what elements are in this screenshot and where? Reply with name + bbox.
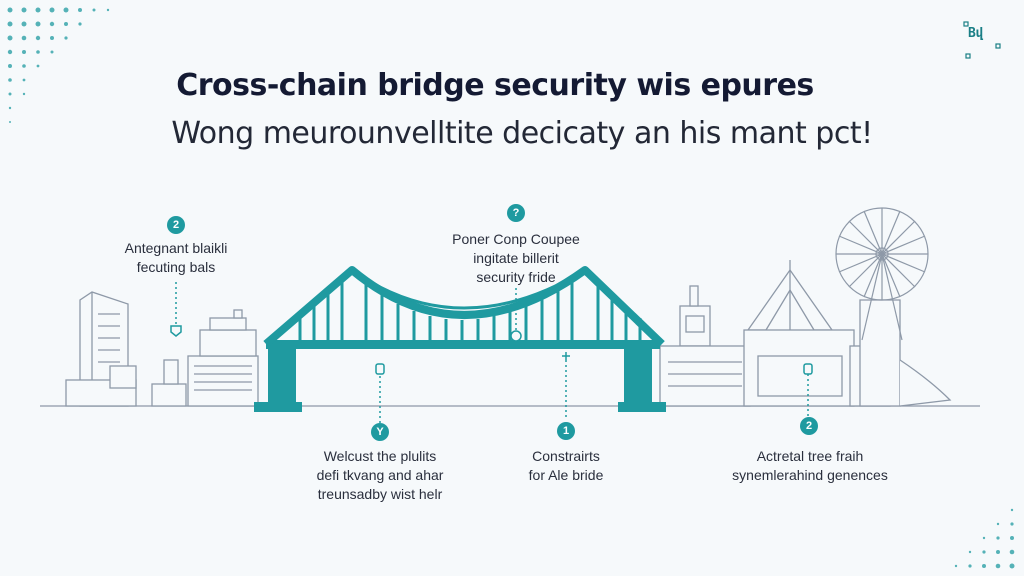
right-buildings bbox=[659, 260, 952, 407]
callout-badge-bottom-right: 2 bbox=[800, 417, 818, 435]
callout-bottom-center: Constrairts for Ale bride bbox=[496, 447, 636, 485]
page-title: Cross-chain bridge security wis epures bbox=[176, 68, 814, 103]
bridge-tower-left bbox=[268, 348, 296, 404]
callout-line: Antegnant blaikli bbox=[124, 240, 228, 256]
callout-line: defi tkvang and ahar bbox=[316, 467, 444, 483]
network-icon bbox=[963, 21, 1001, 59]
connector-markers bbox=[170, 325, 813, 375]
ferris-wheel bbox=[835, 207, 929, 341]
connector-lines bbox=[175, 282, 809, 424]
callout-badge-top-left: 2 bbox=[167, 216, 185, 234]
callout-line: fecuting bals bbox=[136, 259, 216, 275]
callout-line: Constrairts bbox=[532, 448, 600, 464]
callout-bottom-right: Actretal tree fraih synemlerahind genenc… bbox=[712, 447, 908, 485]
callout-badge-bottom-left: Y bbox=[371, 423, 389, 441]
callout-line: synemlerahind genences bbox=[732, 467, 888, 483]
callout-badge-top-center: ? bbox=[507, 204, 525, 222]
callout-line: for Ale bride bbox=[528, 467, 604, 483]
bridge-tower-right bbox=[624, 348, 652, 404]
callout-top-left: Antegnant blaikli fecuting bals bbox=[96, 239, 256, 277]
callout-line: treunsadby wist helr bbox=[317, 486, 443, 502]
dot-pattern-top-left bbox=[7, 7, 110, 123]
callout-badge-bottom-center: 1 bbox=[557, 422, 575, 440]
page-subtitle: Wong meurounvelltite decicaty an his man… bbox=[171, 116, 873, 151]
callout-line: Poner Conp Coupee bbox=[452, 231, 580, 247]
left-buildings bbox=[65, 291, 259, 407]
callout-line: ingitate billerit bbox=[473, 250, 559, 266]
bridge-cable bbox=[263, 266, 665, 348]
bridge-deck bbox=[266, 340, 660, 349]
callout-line: Welcust the plulits bbox=[323, 448, 437, 464]
dot-pattern-bottom-right bbox=[954, 508, 1015, 569]
callout-top-center: Poner Conp Coupee ingitate billerit secu… bbox=[426, 230, 606, 287]
bridge bbox=[254, 266, 666, 412]
callout-line: Actretal tree fraih bbox=[756, 448, 864, 464]
callout-line: security fride bbox=[476, 269, 556, 285]
callout-bottom-left: Welcust the plulits defi tkvang and ahar… bbox=[290, 447, 470, 504]
network-label: Bվ bbox=[968, 26, 984, 41]
